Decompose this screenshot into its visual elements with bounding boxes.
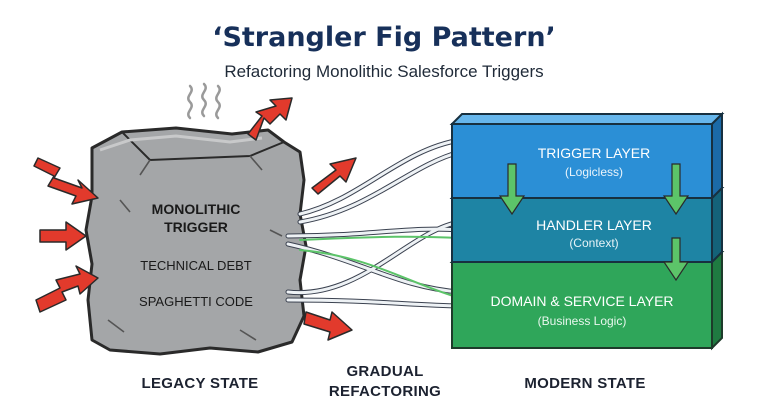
domain-service-layer-subtitle: (Business Logic) <box>538 314 627 328</box>
domain-service-layer-title: DOMAIN & SERVICE LAYER <box>490 293 673 309</box>
spaghetti-code-label: SPAGHETTI CODE <box>139 294 253 309</box>
monolith-title-line1: MONOLITHIC <box>152 201 241 217</box>
monolith-stone <box>84 126 308 356</box>
right-arrow-icon <box>39 221 87 251</box>
up-right-arrow-icon <box>247 97 293 141</box>
layer-trigger <box>449 111 725 201</box>
modern-state-label: MODERN STATE <box>524 375 646 392</box>
trigger-layer-subtitle: (Logicless) <box>565 165 623 179</box>
legacy-state-label: LEGACY STATE <box>141 375 259 392</box>
zigzag-arrow-icon <box>33 157 99 205</box>
gradual-refactoring-label: GRADUAL REFACTORING <box>320 362 450 402</box>
diagram-subtitle: Refactoring Monolithic Salesforce Trigge… <box>224 62 544 81</box>
gradual-label-line1: GRADUAL <box>346 363 424 380</box>
handler-layer-subtitle: (Context) <box>569 236 618 250</box>
down-arrow-icon <box>662 163 690 216</box>
diagram-title: ‘Strangler Fig Pattern’ <box>212 22 556 53</box>
handler-layer-title: HANDLER LAYER <box>536 217 652 233</box>
zigzag-arrow-icon <box>35 265 99 313</box>
down-right-arrow-icon <box>303 311 353 341</box>
gradual-label-line2: REFACTORING <box>328 383 442 400</box>
down-arrow-icon <box>498 163 526 216</box>
steam-icon <box>187 82 221 120</box>
trigger-layer-title: TRIGGER LAYER <box>538 145 651 161</box>
monolith-title-line2: TRIGGER <box>164 219 228 235</box>
up-right-arrow-icon <box>311 157 357 195</box>
refactoring-wires <box>285 137 463 309</box>
flow-arrows <box>498 163 690 282</box>
down-arrow-icon <box>662 237 690 282</box>
pressure-arrows <box>33 97 357 341</box>
technical-debt-label: TECHNICAL DEBT <box>140 258 252 273</box>
